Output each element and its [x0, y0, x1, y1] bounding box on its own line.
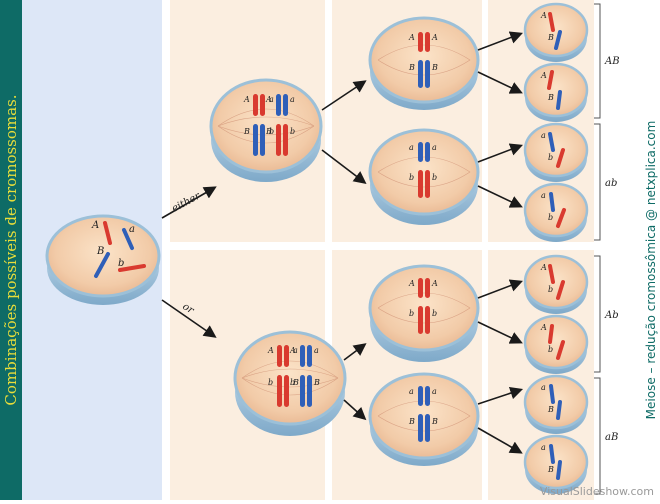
spindle-fibers — [217, 108, 315, 144]
svg-text:B: B — [547, 465, 554, 474]
svg-text:A: A — [540, 11, 547, 20]
svg-text:a: a — [432, 143, 437, 152]
svg-text:b: b — [290, 127, 295, 136]
svg-text:B: B — [96, 246, 104, 257]
gamete-aB-2: a B — [523, 434, 589, 494]
svg-text:B: B — [408, 417, 415, 426]
svg-text:B: B — [431, 63, 438, 72]
gamete-ab-1: a b — [523, 122, 589, 182]
svg-text:B: B — [547, 93, 554, 102]
svg-text:A: A — [540, 323, 547, 332]
svg-text:A: A — [265, 95, 272, 104]
bracket-Ab — [594, 255, 601, 373]
watermark: VisualSlideshow.com — [539, 485, 654, 498]
meiosis-II-cell-Ab: A A b b — [368, 264, 480, 362]
meiosis-diagram: A a B b either or A — [22, 0, 620, 500]
arrows-meiosis-II-to-gametes — [477, 31, 524, 454]
meiosis-II-cell-ab: a a b b — [368, 128, 480, 225]
bracket-ab — [594, 123, 601, 241]
svg-text:A: A — [540, 263, 547, 272]
svg-text:b: b — [548, 153, 553, 162]
parent-cell: A a B b — [45, 214, 161, 305]
svg-text:a: a — [541, 191, 546, 200]
parent-chromosome-A: A — [91, 220, 112, 245]
meiosis-II-cell-aB: a a B B — [368, 372, 480, 466]
svg-text:A: A — [91, 220, 99, 231]
svg-text:b: b — [548, 345, 553, 354]
svg-text:b: b — [548, 285, 553, 294]
gamete-AB-1: A B — [523, 2, 589, 62]
gamete-ab-2: a b — [523, 182, 589, 242]
svg-text:b: b — [548, 213, 553, 222]
svg-text:b: b — [432, 173, 437, 182]
svg-text:A: A — [289, 346, 296, 355]
svg-text:a: a — [541, 131, 546, 140]
svg-text:b: b — [432, 309, 437, 318]
product-label-aB: aB — [605, 432, 618, 443]
svg-text:a: a — [541, 383, 546, 392]
product-label-ab: ab — [605, 178, 617, 189]
gamete-AB-2: A B — [523, 62, 589, 122]
svg-text:B: B — [313, 378, 320, 387]
meiosis-I-cell-top: A A a a B B b b — [209, 78, 323, 182]
svg-text:A: A — [431, 279, 438, 288]
svg-text:b: b — [118, 258, 124, 269]
parent-chromosome-B: B — [94, 246, 110, 278]
svg-text:a: a — [432, 387, 437, 396]
svg-text:b: b — [409, 309, 414, 318]
svg-text:a: a — [314, 346, 319, 355]
diagram-stage: A a B b either or A — [22, 0, 622, 500]
svg-text:B: B — [243, 127, 250, 136]
svg-text:B: B — [431, 417, 438, 426]
bracket-AB — [594, 3, 601, 119]
svg-text:b: b — [268, 378, 273, 387]
bracket-aB — [594, 377, 601, 495]
svg-text:b: b — [290, 378, 295, 387]
meiosis-I-cell-bottom: A A a a b b B B — [233, 330, 347, 436]
svg-text:a: a — [290, 95, 295, 104]
meiosis-II-cell-AB: A A B B — [368, 16, 480, 110]
svg-text:B: B — [547, 33, 554, 42]
side-title: Combinações possíveis de cromossomas. — [2, 94, 20, 406]
svg-text:a: a — [409, 143, 414, 152]
spindle-fibers — [241, 360, 339, 396]
arrows-meiosis-I-to-II — [321, 80, 367, 421]
svg-text:b: b — [269, 127, 274, 136]
svg-text:a: a — [269, 95, 274, 104]
parent-chromosome-b: b — [118, 258, 146, 272]
svg-text:a: a — [541, 443, 546, 452]
svg-text:A: A — [243, 95, 250, 104]
gamete-aB-1: a B — [523, 374, 589, 434]
svg-text:A: A — [431, 33, 438, 42]
svg-text:B: B — [292, 378, 299, 387]
side-credit: Meiose – redução cromossômica @ netxplic… — [644, 120, 658, 420]
svg-text:A: A — [540, 71, 547, 80]
svg-text:a: a — [293, 346, 298, 355]
svg-text:B: B — [547, 405, 554, 414]
svg-text:B: B — [265, 127, 272, 136]
svg-text:a: a — [129, 224, 135, 235]
svg-text:b: b — [409, 173, 414, 182]
svg-text:A: A — [408, 279, 415, 288]
svg-text:A: A — [267, 346, 274, 355]
product-label-AB: AB — [604, 56, 620, 67]
gamete-Ab-2: A b — [523, 314, 589, 374]
svg-text:A: A — [408, 33, 415, 42]
product-label-Ab: Ab — [604, 310, 619, 321]
left-sidebar — [0, 0, 22, 500]
gamete-Ab-1: A b — [523, 254, 589, 314]
parent-chromosome-a: a — [122, 224, 135, 250]
svg-text:B: B — [408, 63, 415, 72]
svg-text:a: a — [409, 387, 414, 396]
